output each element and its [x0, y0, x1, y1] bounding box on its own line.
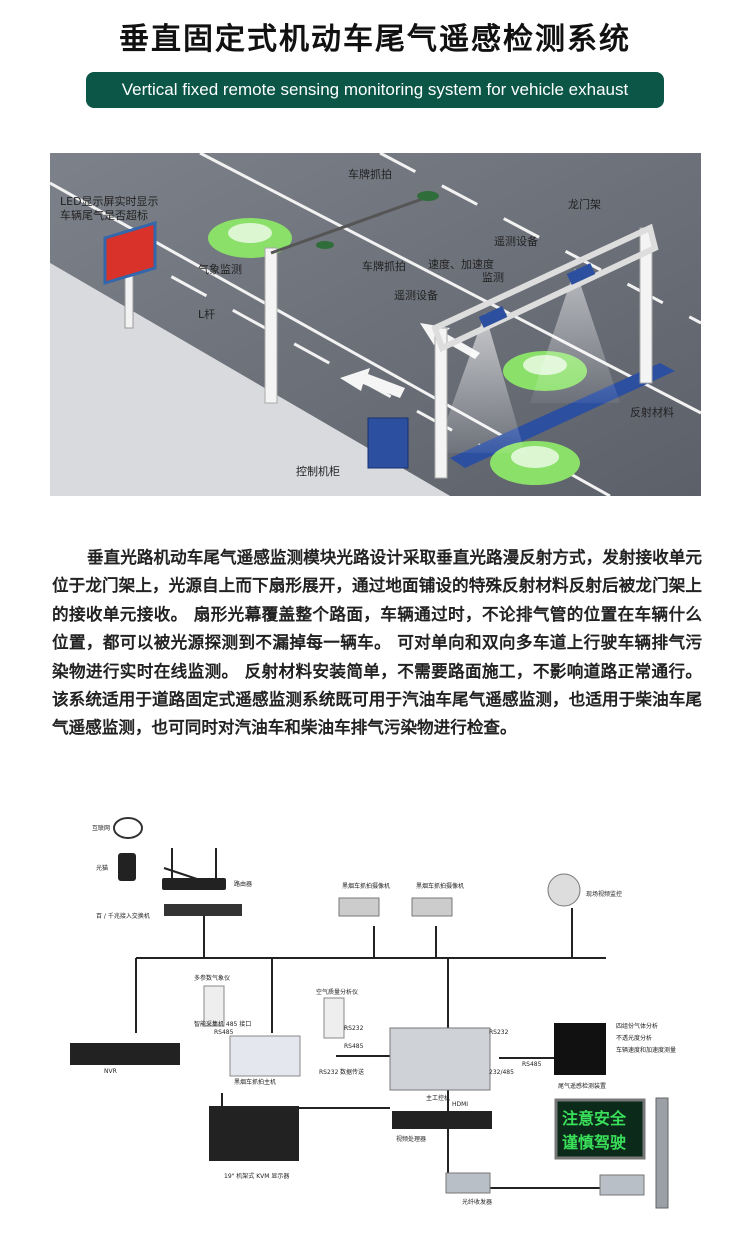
label-reflective: 反射材料: [630, 405, 674, 419]
net-modem: 光猫: [96, 864, 108, 872]
road-scene-illustration: LED显示屏实时显示 车辆尾气是否超标 车牌抓拍 车牌抓拍 气象监测 速度、加速…: [50, 153, 701, 496]
label-l-pole: L杆: [198, 307, 215, 321]
net-data: 数据传送: [340, 1068, 364, 1076]
net-video: 视频处理器: [396, 1135, 426, 1143]
net-black-host: 黑烟车抓拍主机: [234, 1078, 276, 1086]
net-fiber: 光纤收发器: [462, 1198, 492, 1206]
sign-line-1: 注意安全: [562, 1109, 627, 1128]
sign-line-2: 谨慎驾驶: [562, 1133, 626, 1152]
net-det-2: 不透光度分析: [616, 1034, 652, 1042]
label-speed: 速度、加速度: [428, 257, 494, 271]
label-plate-2: 车牌抓拍: [362, 259, 406, 273]
net-rs232-485: 232/485: [489, 1069, 514, 1076]
net-rs232-b: RS232: [489, 1029, 509, 1036]
label-speed-2: 监测: [482, 271, 504, 284]
net-cam-2: 黑烟车抓拍摄像机: [416, 882, 464, 890]
net-cam-1: 黑烟车抓拍摄像机: [342, 882, 390, 890]
label-sensor-2: 遥测设备: [394, 288, 438, 302]
net-air: 空气质量分析仪: [316, 988, 358, 996]
net-switch: 百 / 千兆接入交换机: [96, 912, 150, 920]
net-internet: 互联网: [92, 824, 110, 832]
net-rs485-b: RS485: [344, 1043, 364, 1050]
label-sensor-1: 遥测设备: [494, 234, 538, 248]
net-dome: 现场视频监控: [586, 890, 622, 898]
label-plate-1: 车牌抓拍: [348, 167, 392, 181]
label-led-2: 车辆尾气是否超标: [60, 208, 148, 222]
description-paragraph: 垂直光路机动车尾气遥感监测模块光路设计采取垂直光路漫反射方式，发射接收单元位于龙…: [52, 544, 702, 743]
label-gantry: 龙门架: [568, 197, 601, 211]
net-rs485-c: RS485: [522, 1061, 542, 1068]
net-detector: 尾气遥感检测装置: [558, 1082, 606, 1090]
net-hdmi: HDMI: [452, 1101, 468, 1108]
net-ipc: 主工控机: [426, 1094, 450, 1102]
net-router: 路由器: [234, 880, 252, 888]
label-cabinet: 控制机柜: [296, 464, 340, 478]
net-det-1: 四组份气体分析: [616, 1022, 658, 1030]
network-diagram: 互联网 光猫 路由器 百 / 千兆接入交换机 黑烟车抓拍摄像机 黑烟车抓拍摄像机…: [70, 817, 676, 1209]
net-weather: 多参数气象仪: [194, 974, 230, 982]
net-rs485-a: RS485: [214, 1029, 234, 1036]
net-det-3: 车辆速度和加速度测量: [616, 1046, 676, 1054]
page-title: 垂直固定式机动车尾气遥感检测系统: [119, 22, 631, 57]
label-led: LED显示屏实时显示: [60, 194, 159, 208]
net-rs232-a: RS232: [344, 1025, 364, 1032]
subtitle-banner: Vertical fixed remote sensing monitoring…: [86, 72, 664, 108]
net-rs232-c: RS232: [319, 1069, 339, 1076]
net-weather-sub: 智能采集机 485 接口: [194, 1020, 251, 1028]
net-nvr: NVR: [104, 1068, 117, 1075]
net-kvm: 19" 机架式 KVM 显示器: [224, 1172, 289, 1180]
label-weather: 气象监测: [198, 262, 242, 276]
description-text: 垂直光路机动车尾气遥感监测模块光路设计采取垂直光路漫反射方式，发射接收单元位于龙…: [52, 548, 702, 738]
